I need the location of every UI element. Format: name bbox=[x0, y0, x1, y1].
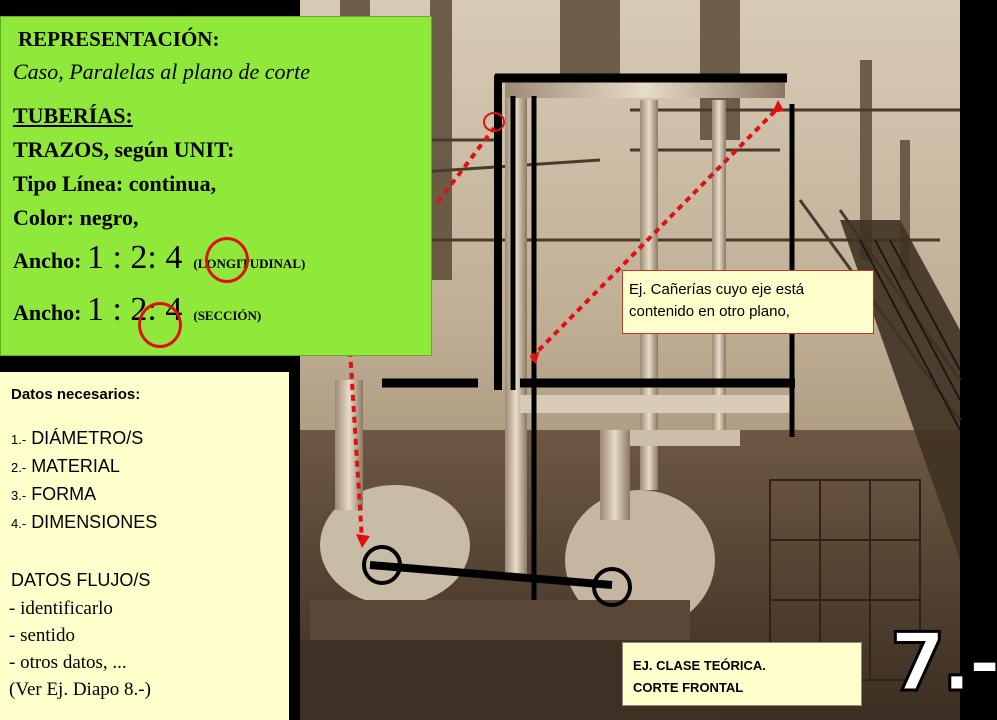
list-item: - otros datos, ... bbox=[9, 652, 127, 673]
note-line: EJ. CLASE TEÓRICA. bbox=[633, 658, 766, 673]
color-line: Color: negro, bbox=[13, 205, 139, 230]
slide-number: 7.- bbox=[888, 615, 997, 711]
representation-heading: REPRESENTACIÓN: bbox=[18, 27, 220, 51]
list-item: 4.- DIMENSIONES bbox=[11, 512, 158, 532]
representation-panel: REPRESENTACIÓN: Caso, Paralelas al plano… bbox=[0, 16, 432, 356]
list-item: 2.- MATERIAL bbox=[11, 456, 120, 476]
example-note: Ej. Cañerías cuyo eje está contenido en … bbox=[622, 270, 874, 334]
trazos-line: TRAZOS, según UNIT: bbox=[13, 137, 235, 162]
ancho-label: Ancho: bbox=[13, 248, 82, 273]
flow-data-heading: DATOS FLUJO/S bbox=[11, 570, 151, 590]
tipo-linea-line: Tipo Línea: continua, bbox=[13, 171, 217, 196]
list-item: - sentido bbox=[9, 625, 75, 646]
list-item: 1.- DIÁMETRO/S bbox=[11, 428, 144, 448]
required-data-panel: Datos necesarios: 1.- DIÁMETRO/S 2.- MAT… bbox=[0, 372, 289, 720]
ancho-label: Ancho: bbox=[13, 300, 82, 325]
ancho-values: 1 : 2: 4 bbox=[86, 239, 183, 276]
seccion-label: (SECCIÓN) bbox=[193, 308, 262, 323]
note-line: contenido en otro plano, bbox=[629, 303, 790, 320]
case-subtitle: Caso, Paralelas al plano de corte bbox=[13, 59, 310, 84]
ancho-longitudinal-line: Ancho: 1 : 2: 4 (LONGITUDINAL) bbox=[13, 239, 305, 277]
tuberias-heading: TUBERÍAS: bbox=[13, 103, 133, 128]
list-item: (Ver Ej. Diapo 8.-) bbox=[9, 679, 151, 700]
note-line: CORTE FRONTAL bbox=[633, 680, 744, 695]
class-example-note: EJ. CLASE TEÓRICA. CORTE FRONTAL bbox=[622, 642, 862, 706]
list-item: 3.- FORMA bbox=[11, 484, 97, 504]
highlight-ring bbox=[205, 237, 249, 283]
highlight-ring bbox=[138, 302, 182, 348]
list-item: - identificarlo bbox=[9, 598, 113, 619]
note-line: Ej. Cañerías cuyo eje está bbox=[629, 281, 805, 298]
required-data-heading: Datos necesarios: bbox=[11, 386, 141, 403]
